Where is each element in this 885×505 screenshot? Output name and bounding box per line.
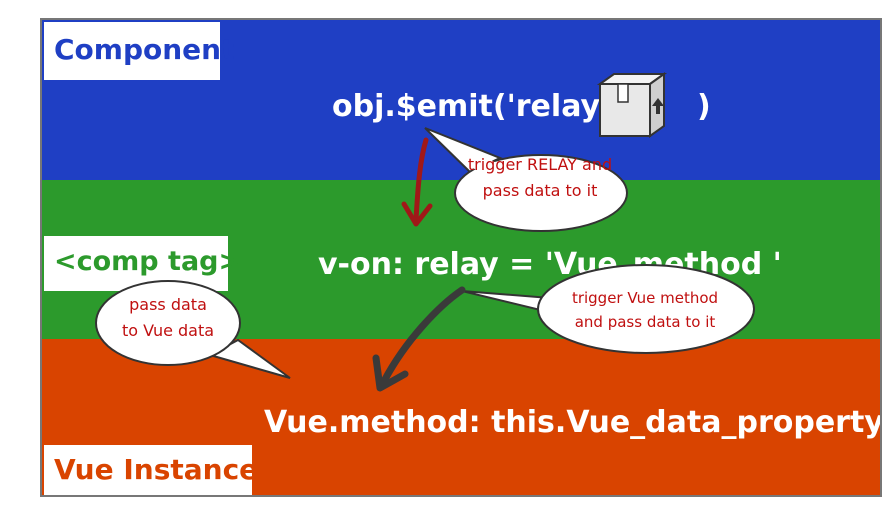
trigger-method-speech-bubble xyxy=(461,264,755,354)
relay-bubble-text: trigger RELAY and pass data to it xyxy=(455,152,625,204)
dark-flow-arrow xyxy=(372,286,466,392)
emit-call-close-paren: ) xyxy=(697,89,711,124)
trigger-method-bubble-line-1: trigger Vue method xyxy=(571,289,719,307)
package-box-icon xyxy=(596,72,668,138)
pass-data-bubble-text: pass data to Vue data xyxy=(98,292,238,344)
pass-data-bubble-line-1: pass data xyxy=(129,295,207,314)
relay-bubble-line-2: pass data to it xyxy=(482,181,598,200)
pass-data-speech-bubble xyxy=(95,280,291,379)
component-label: Component xyxy=(44,22,234,80)
red-flow-arrow xyxy=(401,137,433,227)
relay-bubble-line-1: trigger RELAY and xyxy=(467,155,613,174)
vue-method-code: Vue.method: this.Vue_data_property xyxy=(264,405,882,440)
comp-tag-label: <comp tag> xyxy=(44,236,241,291)
relay-speech-bubble xyxy=(424,127,628,232)
trigger-method-bubble-text: trigger Vue method and pass data to it xyxy=(540,286,750,334)
emit-call-code: obj.$emit('relay', xyxy=(332,89,621,124)
pass-data-bubble-line-2: to Vue data xyxy=(121,321,215,340)
trigger-method-bubble-line-2: and pass data to it xyxy=(574,313,716,331)
vue-instance-label: Vue Instance xyxy=(44,445,258,495)
